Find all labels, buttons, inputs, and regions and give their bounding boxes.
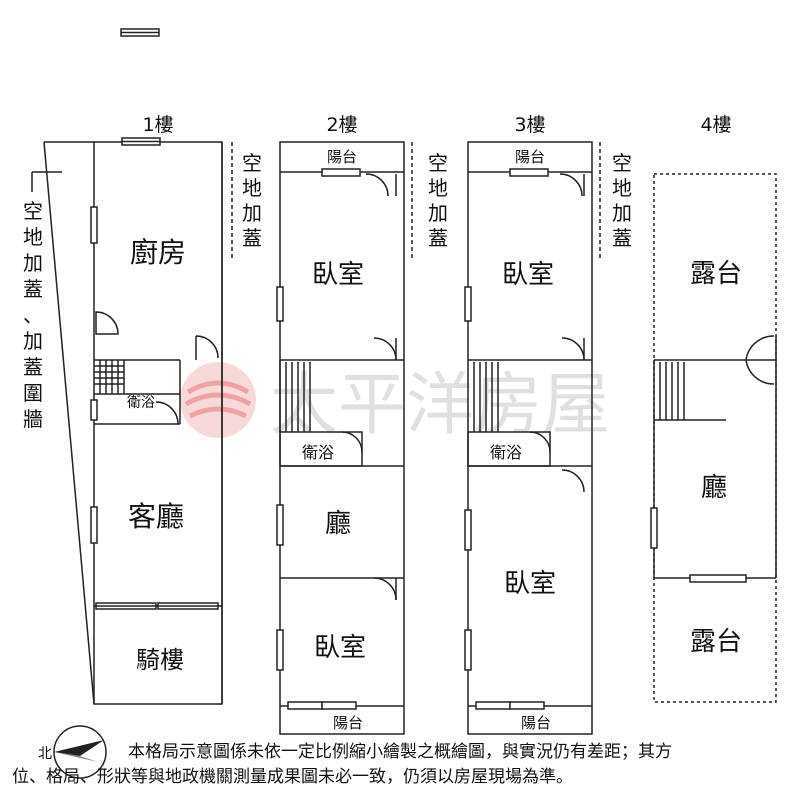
room-balcony-3b: 陽台 [521,714,551,732]
room-bedroom-2a: 臥室 [312,260,364,290]
room-hall-4: 廳 [701,473,727,503]
room-bath-1: 衛浴 [127,395,155,411]
side-note-floor-2: 空地加蓋 [428,151,448,250]
side-note-floor-3: 空地加蓋 [612,151,632,250]
floor-2 [276,141,413,735]
room-balcony-2a: 陽台 [327,148,357,166]
room-labels: 廚房 衛浴 客廳 騎樓 陽台 臥室 衛浴 廳 臥室 陽台 陽台 臥室 衛浴 臥室… [127,148,742,732]
floor-1-label: 1樓 [142,114,173,136]
room-bedroom-2b: 臥室 [314,633,366,663]
floor-labels: 1樓 2樓 3樓 4樓 [142,114,731,136]
left-note: 空地加蓋、加蓋圍牆 [23,199,43,431]
room-balcony-3a: 陽台 [515,148,545,166]
side-note-floor-1: 空地加蓋 [242,151,262,250]
disclaimer: 本格局示意圖係未依一定比例縮小繪製之概繪圖，與實況仍有差距；其方 位、格局、形狀… [12,740,798,790]
disclaimer-line-2: 位、格局、形狀等與地政機關測量成果圖未必一致，仍須以房屋現場為準。 [12,767,573,787]
side-notes: 空地加蓋 空地加蓋 空地加蓋 空地加蓋、加蓋圍牆 [23,151,632,431]
room-arcade: 騎樓 [136,646,184,674]
watermark-text: 太平洋房屋 [270,366,610,445]
floor-3 [464,141,601,735]
floor-4-label: 4樓 [700,114,731,136]
floor-1 [31,137,233,705]
watermark-logo [180,362,256,438]
room-bedroom-3a: 臥室 [502,260,554,290]
room-terrace-4b: 露台 [690,627,742,657]
compass: 北 [38,725,107,779]
window-marker [120,28,160,37]
room-bath-2: 衛浴 [302,443,334,462]
room-bath-3: 衛浴 [490,443,522,462]
room-terrace-4a: 露台 [690,259,742,289]
floor-2-label: 2樓 [326,114,357,136]
room-living-1: 客廳 [128,500,184,533]
floor-4 [650,173,777,703]
disclaimer-line-1: 本格局示意圖係未依一定比例縮小繪製之概繪圖，與實況仍有差距；其方 [128,742,672,762]
room-kitchen: 廚房 [130,236,186,269]
compass-label: 北 [38,746,52,762]
room-hall-2: 廳 [325,509,351,539]
floor-3-label: 3樓 [514,114,545,136]
room-bedroom-3b: 臥室 [504,569,556,599]
room-balcony-2b: 陽台 [333,714,363,732]
